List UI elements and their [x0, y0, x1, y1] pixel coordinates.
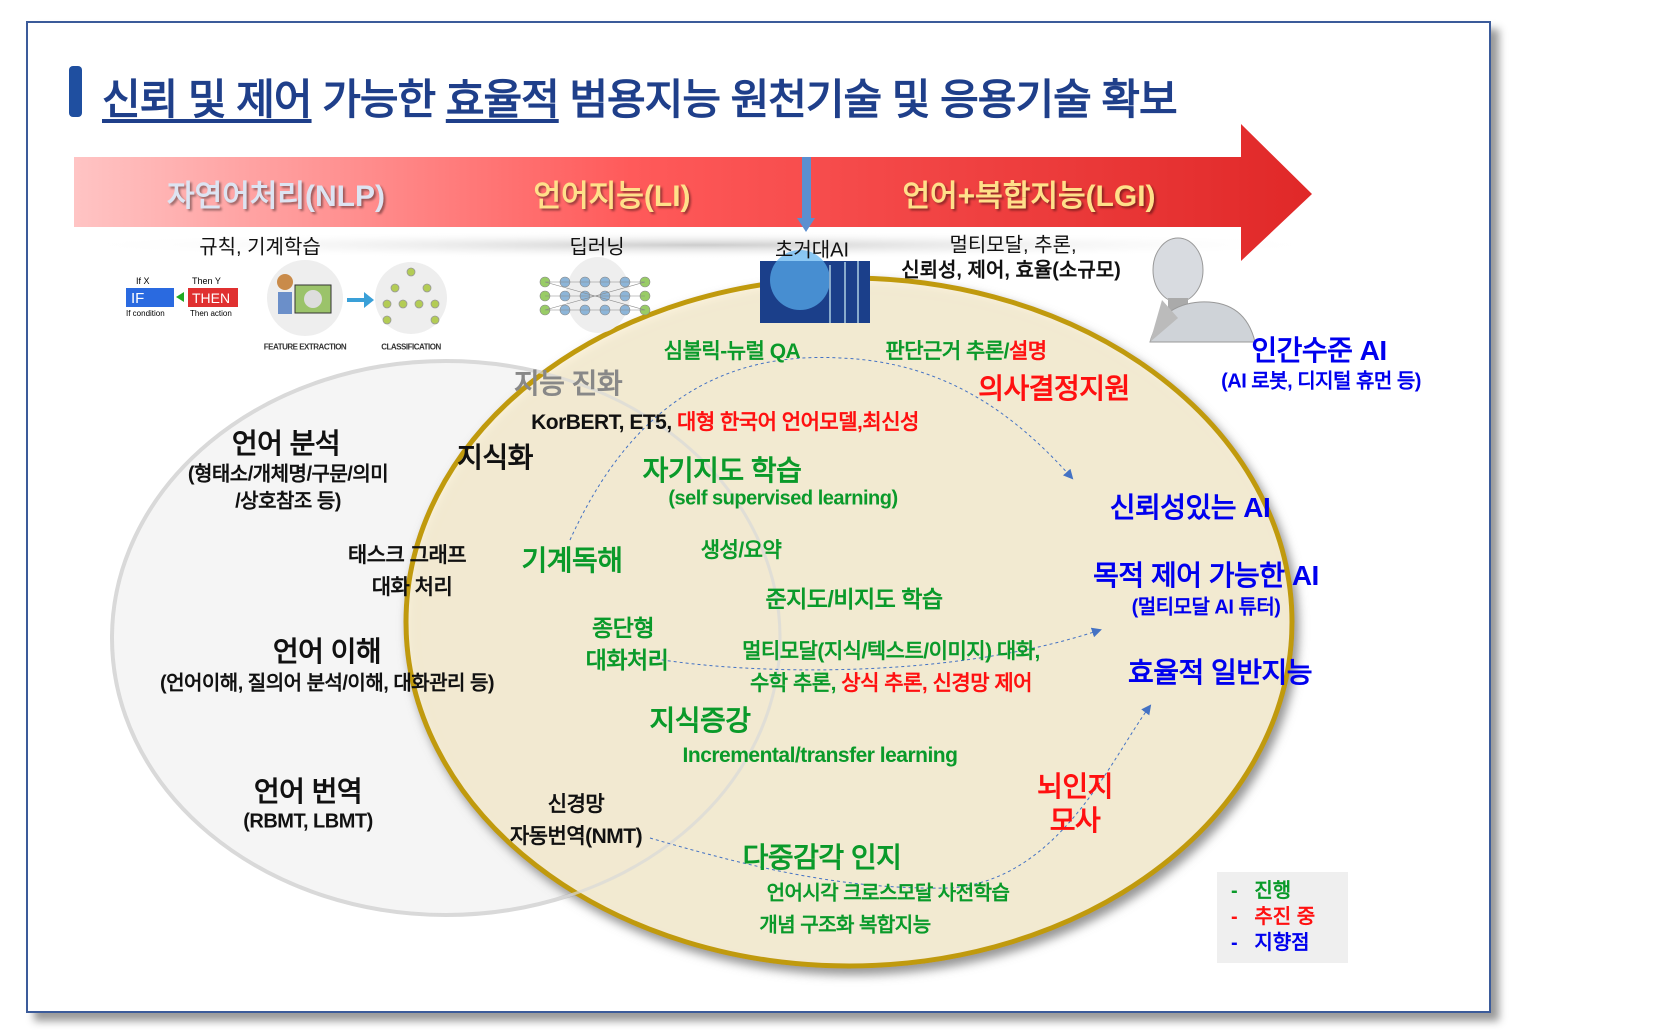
multimodal-dialog: 멀티모달(지식/텍스트/이미지) 대화, — [742, 640, 1040, 663]
goal-title: 인간수준 AI — [1251, 335, 1387, 366]
dotted-arrow-efficient — [649, 704, 1152, 889]
trustworthy-ai: 신뢰성있는 AI — [1109, 492, 1271, 523]
legend-dash: - — [1231, 906, 1238, 928]
stage4-tech-1: 멀티모달, 추론, — [949, 234, 1077, 257]
legend-label: 추진 중 — [1254, 906, 1316, 928]
decision-support: 의사결정지원 — [978, 373, 1130, 404]
crossmodal-pretrain: 언어시각 크로스모달 사전학습 — [766, 882, 1010, 905]
language-models: KorBERT, ET5, 대형 한국어 언어모델,최신성 — [531, 406, 919, 436]
stage-li: 언어지능(LI) — [533, 180, 691, 213]
grey-circle-outline — [110, 359, 782, 917]
controllable-ai-sub: (멀티모달 AI 튜터) — [1131, 596, 1281, 619]
semi-unsupervised: 준지도/비지도 학습 — [765, 586, 943, 612]
stage-lgi: 언어+복합지능(LGI) — [902, 180, 1156, 213]
milestone-arrow-head — [797, 218, 815, 232]
commonsense-neural-control: 상식 추론, 신경망 제어 — [835, 672, 1033, 695]
efficient-agi: 효율적 일반지능 — [1127, 657, 1313, 688]
goal-subtitle: (AI 로봇, 디지털 휴먼 등) — [1221, 370, 1421, 393]
symbolic-neural-qa: 심볼릭-뉴럴 QA — [663, 340, 801, 363]
title-part: 신뢰 및 제어 — [102, 76, 313, 123]
title-part: 효율적 — [445, 76, 560, 123]
task-graph: 태스크 그래프 — [347, 544, 467, 567]
knowledge-augment-en: Incremental/transfer learning — [682, 744, 958, 767]
language-analysis: 언어 분석 — [231, 428, 341, 459]
legend-label: 진행 — [1254, 880, 1292, 902]
neural-network-icon — [539, 257, 651, 333]
feature-extraction-icon — [267, 260, 343, 336]
feature-extraction-label: FEATURE EXTRACTION — [263, 342, 347, 352]
if-then-icon — [126, 288, 238, 307]
if-label: IF — [131, 290, 145, 307]
stage4-tech-2: 신뢰성, 제어, 효율(소규모) — [901, 259, 1121, 282]
if-bottom: If condition — [126, 309, 165, 318]
reasoning-explanation: 판단근거 추론/설명 — [885, 335, 1047, 365]
then-bottom: Then action — [190, 309, 232, 318]
multisensory: 다중감각 인지 — [742, 842, 902, 873]
generation-summary: 생성/요약 — [700, 539, 782, 562]
title-marker — [69, 66, 82, 117]
arrow-icon — [347, 292, 374, 308]
e2e-line2: 대화처리 — [585, 647, 669, 673]
milestone-arrow — [802, 157, 811, 219]
nmt-line1: 신경망 — [547, 793, 605, 816]
legend-ongoing: - 추진 중 — [1231, 904, 1334, 930]
legend-dash: - — [1231, 932, 1238, 954]
language-translation: 언어 번역 — [253, 776, 363, 807]
brain-line1: 뇌인지 — [1037, 771, 1113, 802]
language-translation-sub: (RBMT, LBMT) — [243, 810, 373, 833]
self-supervised-en: (self supervised learning) — [668, 487, 898, 510]
language-understanding-sub: (언어이해, 질의어 분석/이해, 대화관리 등) — [159, 672, 495, 695]
legend-target: - 지향점 — [1231, 930, 1334, 956]
evolution-label: 지능 진화 — [513, 368, 623, 399]
math-reasoning: 수학 추론, — [749, 672, 836, 695]
stage-nlp: 자연어처리(NLP) — [167, 180, 385, 213]
brain-line2: 모사 — [1049, 805, 1101, 836]
concept-structuring: 개념 구조화 복합지능 — [759, 914, 931, 937]
mrc: 기계독해 — [521, 545, 623, 576]
language-understanding: 언어 이해 — [272, 636, 382, 667]
language-analysis-sub1: (형태소/개체명/구문/의미 — [187, 463, 389, 486]
page-title: 신뢰 및 제어 가능한 효율적 범용지능 원천기술 및 응용기술 확보 — [102, 66, 1178, 127]
models-ongoing: 대형 한국어 언어모델,최신성 — [671, 411, 919, 434]
dotted-arrow-control — [649, 627, 1102, 671]
legend: - 진행 - 추진 중 - 지향점 — [1217, 872, 1348, 963]
explanation: 설명 — [1008, 340, 1047, 363]
e2e-line1: 종단형 — [592, 615, 654, 641]
language-analysis-sub2: /상호참조 등) — [235, 490, 341, 513]
controllable-ai: 목적 제어 가능한 AI — [1093, 560, 1319, 591]
reasoning: 판단근거 추론/ — [885, 340, 1009, 363]
title-part: 범용지능 원천기술 및 응용기술 확보 — [558, 76, 1177, 123]
stage3-tech: 초거대AI — [774, 239, 850, 262]
stage2-tech: 딥러닝 — [569, 236, 625, 259]
classification-label: CLASSIFICATION — [381, 342, 441, 352]
legend-label: 지향점 — [1254, 932, 1310, 954]
self-supervised: 자기지도 학습 — [642, 455, 802, 486]
stage1-tech: 규칙, 기계학습 — [199, 236, 321, 259]
models-done: KorBERT, ET5, — [531, 411, 672, 434]
reasoning-control: 수학 추론, 상식 추론, 신경망 제어 — [749, 667, 1033, 697]
knowledge-label: 지식화 — [457, 442, 533, 473]
then-top: Then Y — [192, 276, 221, 286]
robot-image — [1149, 237, 1256, 343]
arrow-shadow — [60, 231, 1340, 259]
nmt-line2: 자동번역(NMT) — [509, 825, 643, 848]
title-part: 가능한 — [311, 76, 446, 123]
knowledge-augment: 지식증강 — [649, 705, 751, 736]
if-top: If X — [136, 276, 150, 286]
classification-tree-icon — [375, 262, 447, 334]
legend-dash: - — [1231, 880, 1238, 902]
progress-arrow — [74, 124, 1312, 261]
legend-progress: - 진행 — [1231, 878, 1334, 904]
then-label: THEN — [192, 290, 231, 306]
dotted-arrow-trust — [569, 356, 1074, 541]
dialog-processing: 대화 처리 — [371, 576, 453, 599]
supercomputer-image — [760, 250, 870, 323]
